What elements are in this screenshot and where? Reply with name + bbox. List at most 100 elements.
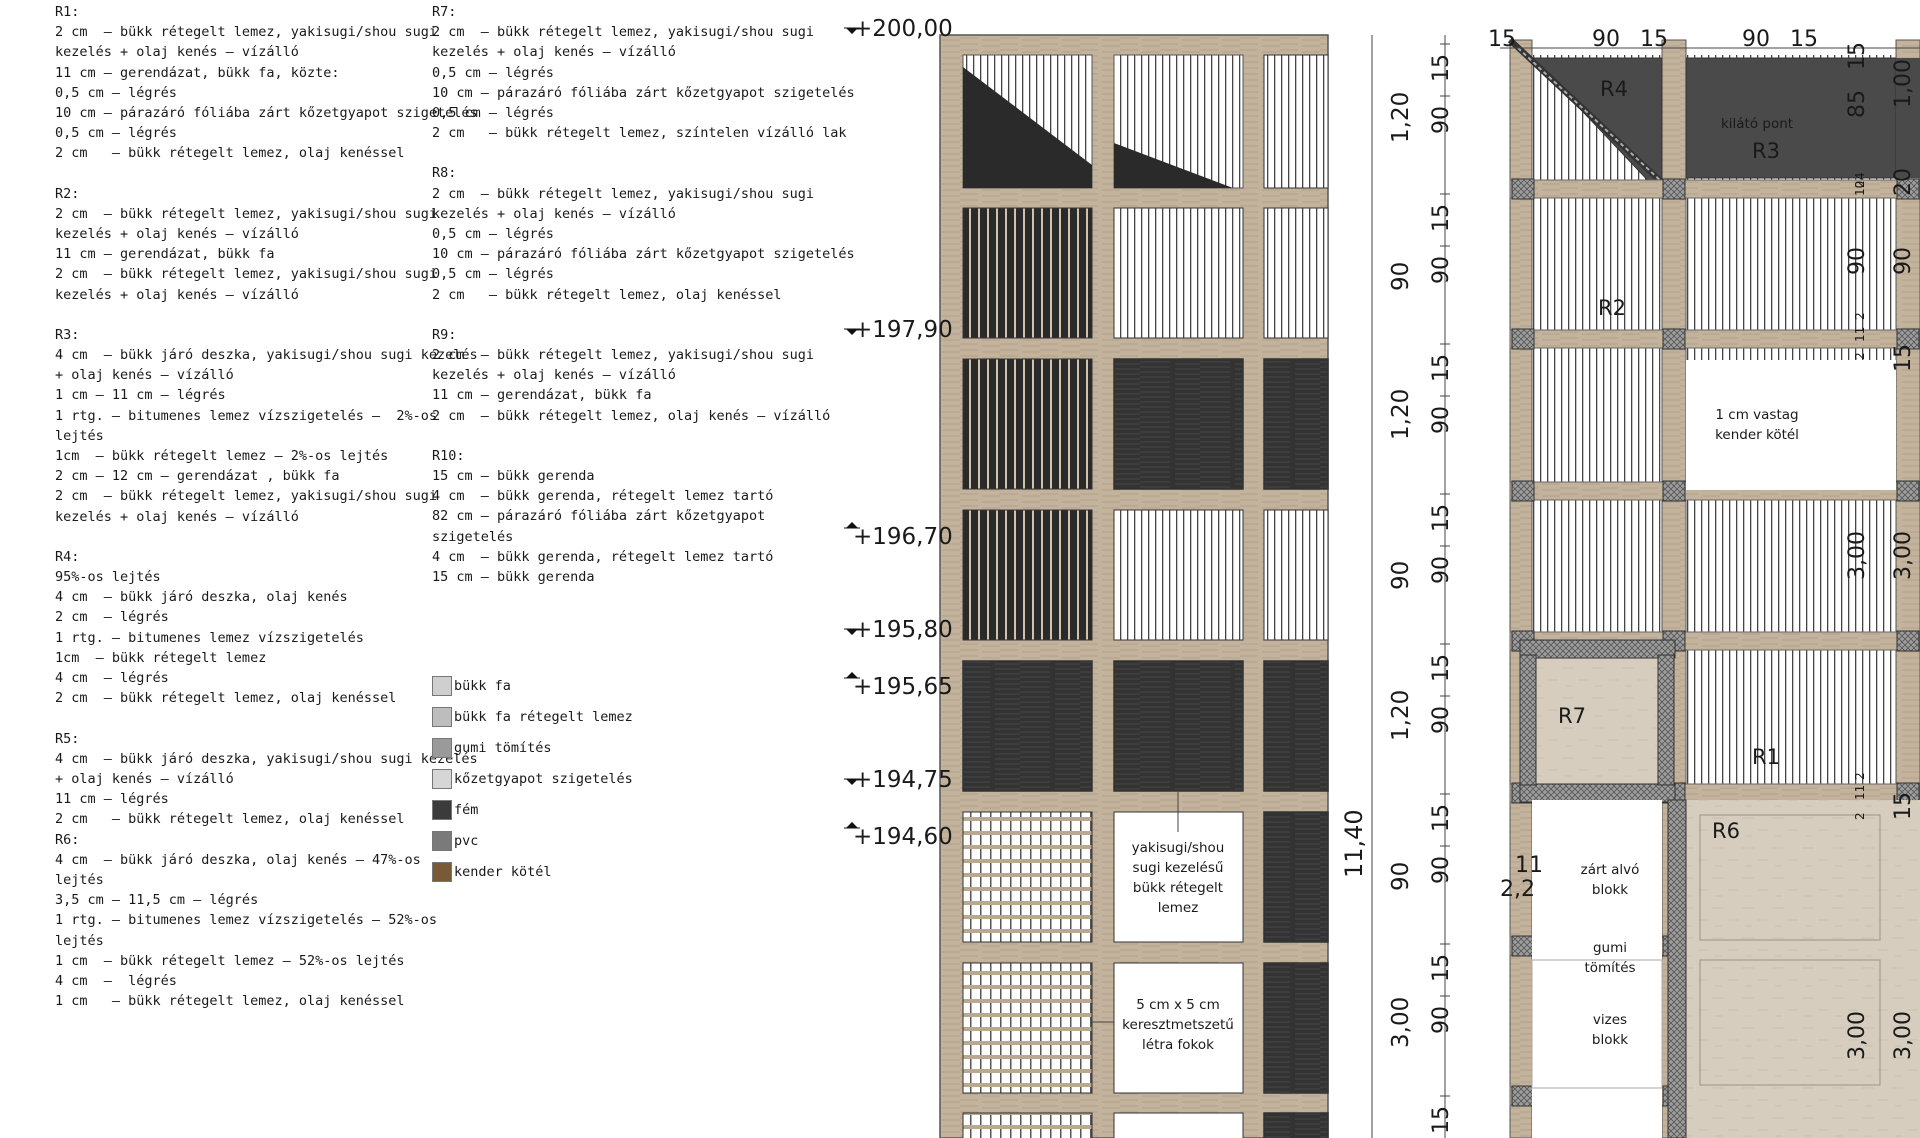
spec-title: R5: <box>55 730 80 747</box>
elevation-panel <box>962 962 1093 1094</box>
spec-line: 1 cm – bükk rétegelt lemez – 52%-os lejt… <box>55 952 405 969</box>
elevation-panel <box>1113 358 1244 490</box>
dimension-inner: 2 <box>1853 180 1867 188</box>
dimension-minor: 15 <box>1429 354 1454 382</box>
spec-line: 95%-os lejtés <box>55 569 161 586</box>
section-note-line: blokk <box>1592 1032 1628 1048</box>
rubber-seal <box>1511 178 1535 200</box>
elevation-panel <box>1113 509 1244 641</box>
spec-line: kezelés + olaj kenés – vízálló <box>55 226 299 243</box>
spec-line: lejtés <box>55 871 104 888</box>
spec-line: 10 cm – párazáró fóliába zárt kőzetgyapo… <box>432 246 855 263</box>
legend-item: gumi tömítés <box>432 732 633 763</box>
spec-line: 2 cm – bükk rétegelt lemez, yakisugi/sho… <box>432 185 815 202</box>
rubber-seal <box>1896 480 1920 502</box>
rubber-seal <box>1511 1085 1535 1107</box>
elevation-panel <box>962 1112 1093 1138</box>
spec-block: R8:2 cm – bükk rétegelt lemez, yakisugi/… <box>432 163 855 304</box>
dimension-inner: 2 <box>1853 772 1867 780</box>
dimension-inner: 4 <box>1853 172 1867 180</box>
spec-line: 2 cm – bükk rétegelt lemez, olaj kenésse… <box>55 145 405 162</box>
callout-panel <box>1115 813 1242 941</box>
spec-block: R3:4 cm – bükk járó deszka, yakisugi/sho… <box>55 325 478 527</box>
dimension-major: 90 <box>1388 862 1414 891</box>
spec-line: 2 cm – légrés <box>55 609 169 626</box>
legend-item: pvc <box>432 825 633 856</box>
small-dimension: 11 <box>1515 853 1543 878</box>
small-dimension: 2,2 <box>1500 877 1535 902</box>
spec-line: 2 cm – bükk rétegelt lemez, olaj kenésse… <box>55 811 405 828</box>
elevation-panel <box>1263 358 1329 490</box>
dimension-major: 90 <box>1388 561 1414 590</box>
dimension-inner: 90 <box>1845 247 1870 275</box>
legend-label: gumi tömítés <box>454 739 552 756</box>
level-label: +195,65 <box>853 674 953 700</box>
spec-line: 2 cm – 12 cm – gerendázat , bükk fa <box>55 468 340 485</box>
elevation-note: bükk rétegelt <box>1133 880 1223 896</box>
level-arrow-icon <box>846 672 858 678</box>
section-note-line: vizes <box>1593 1012 1627 1028</box>
spec-title: R3: <box>55 326 80 343</box>
section-note-line: tömítés <box>1584 960 1635 976</box>
spec-line: 2 cm – bükk rétegelt lemez, yakisugi/sho… <box>55 24 438 41</box>
level-label: +195,80 <box>853 617 953 643</box>
spec-line: kezelés + olaj kenés – vízálló <box>432 367 676 384</box>
spec-line: 15 cm – bükk gerenda <box>432 468 595 485</box>
dimension-outer: 1,00 <box>1891 59 1916 108</box>
legend-swatch <box>432 799 452 820</box>
spec-line: 1cm – bükk rétegelt lemez <box>55 649 267 666</box>
legend-swatch <box>432 768 452 789</box>
elevation-panel <box>1263 962 1329 1094</box>
section-beam <box>1509 329 1920 349</box>
spec-column-right: R7:2 cm – bükk rétegelt lemez, yakisugi/… <box>432 2 855 607</box>
roof-slope-dark <box>963 67 1092 188</box>
dimension-minor: 15 <box>1429 54 1454 82</box>
dimension-minor: 90 <box>1429 556 1454 584</box>
spec-line: 11 cm – légrés <box>55 791 169 808</box>
dimension-minor: 90 <box>1429 256 1454 284</box>
wet-block-area <box>1531 959 1663 1089</box>
dimension-outer: 90 <box>1891 247 1916 275</box>
spec-line: 2 cm – bükk rétegelt lemez, yakisugi/sho… <box>55 266 438 283</box>
section-post <box>1509 39 1533 1138</box>
dimension-minor: 15 <box>1429 504 1454 532</box>
spec-line: 2 cm – bükk rétegelt lemez, olaj kenésse… <box>55 690 397 707</box>
dimension-major: 1,20 <box>1388 92 1414 143</box>
dimension-outer: 15 <box>1891 792 1916 820</box>
r1-panel-outline <box>1699 814 1881 941</box>
dimension-inner: 2 <box>1853 352 1867 360</box>
dimension-inner: 3,00 <box>1845 531 1870 580</box>
legend-swatch <box>432 830 452 851</box>
rubber-seal <box>1662 480 1686 502</box>
dimension-outer: 3,00 <box>1891 1011 1916 1060</box>
spec-line: 82 cm – párazáró fóliába zárt kőzetgyapo… <box>432 508 766 525</box>
spec-title: R4: <box>55 548 80 565</box>
elevation-panel <box>1263 811 1329 943</box>
section-note-line: gumi <box>1593 940 1627 956</box>
level-label: +194,60 <box>853 824 953 850</box>
dimension-inner: 11 <box>1853 785 1867 800</box>
dimension-outer: 20 <box>1891 168 1916 196</box>
spec-line: 2 cm – bükk rétegelt lemez, színtelen ví… <box>432 125 847 142</box>
elevation-panel <box>1263 54 1329 189</box>
rubber-seal <box>1511 935 1535 957</box>
legend-swatch <box>432 861 452 882</box>
dimension-major: 1,20 <box>1388 389 1414 440</box>
r7-panel <box>1532 650 1662 792</box>
section-note-line: blokk <box>1592 882 1628 898</box>
section-note-line: kilátó pont <box>1721 116 1793 132</box>
r7-seal-left <box>1519 654 1537 786</box>
spec-line: 1 rtg. – bitumenes lemez vízszigetelés <box>55 629 364 646</box>
elevation-panel <box>1263 207 1329 339</box>
spec-line: 1 rtg. – bitumenes lemez vízszigetelés –… <box>55 912 438 929</box>
r7-seal-top <box>1519 639 1676 659</box>
section-note-line: zárt alvó <box>1581 862 1640 878</box>
spec-title: R1: <box>55 4 80 20</box>
callout-panel <box>1115 964 1242 1092</box>
spec-line: 2 cm – bükk rétegelt lemez, yakisugi/sho… <box>55 488 438 505</box>
spec-line: 2 cm – bükk rétegelt lemez, yakisugi/sho… <box>432 24 815 41</box>
elevation-panel <box>1263 1112 1329 1138</box>
legend-item: kőzetgyapot szigetelés <box>432 763 633 794</box>
